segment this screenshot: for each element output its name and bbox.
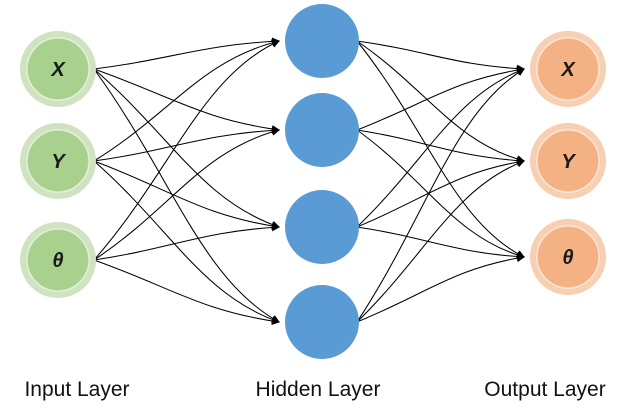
- hidden-node-4: [285, 285, 359, 359]
- edge-input-3-hidden-2: [93, 127, 280, 261]
- network-nodes: X Yθ X Yθ: [20, 4, 606, 359]
- edge-input-1-hidden-3: [93, 68, 280, 229]
- hidden-layer-label: Hidden Layer: [256, 378, 381, 401]
- hidden-node-2-core: [285, 93, 359, 167]
- edge-input-2-hidden-4: [93, 160, 280, 324]
- edge-input-3-hidden-3: [93, 223, 280, 261]
- input-node-1: X: [20, 31, 96, 107]
- edge-hidden-1-output-3: [356, 40, 525, 258]
- hidden-node-3-core: [285, 190, 359, 264]
- output-node-3-label: θ: [562, 247, 573, 269]
- output-node-3-core: [536, 225, 600, 289]
- input-node-1-core: [26, 37, 90, 101]
- input-node-3: θ: [20, 222, 96, 298]
- input-node-2: Y: [20, 123, 96, 199]
- edge-input-1-hidden-4: [93, 68, 280, 323]
- edge-input-2-hidden-3: [93, 160, 280, 230]
- edge-input-1-hidden-2: [93, 68, 280, 133]
- edge-input-2-hidden-1: [93, 38, 280, 162]
- hidden-node-2: [285, 93, 359, 167]
- edge-hidden-1-output-1: [356, 40, 525, 73]
- edge-input-3-hidden-4: [93, 259, 280, 325]
- edge-hidden-4-output-3: [356, 254, 525, 323]
- output-node-1-core: [536, 37, 600, 101]
- edge-hidden-1-output-2: [356, 40, 525, 164]
- output-node-2: Y: [530, 123, 606, 199]
- edge-hidden-4-output-2: [356, 159, 525, 323]
- input-node-3-label: θ: [52, 250, 63, 272]
- output-node-1-label: X: [560, 59, 576, 81]
- edge-input-1-hidden-1: [93, 37, 280, 70]
- input-node-3-core: [26, 228, 90, 292]
- input-node-1-label: X: [50, 59, 66, 81]
- hidden-node-4-core: [285, 285, 359, 359]
- output-node-2-label: Y: [561, 151, 576, 173]
- output-node-1: X: [530, 31, 606, 107]
- edge-hidden-2-output-1: [356, 66, 525, 131]
- hidden-node-1-core: [285, 4, 359, 78]
- output-node-2-core: [536, 129, 600, 193]
- edge-hidden-2-output-3: [356, 129, 525, 259]
- hidden-node-3: [285, 190, 359, 264]
- input-node-2-core: [26, 129, 90, 193]
- edge-hidden-3-output-1: [356, 67, 525, 228]
- input-node-2-label: Y: [51, 151, 66, 173]
- edge-hidden-4-output-1: [356, 68, 525, 323]
- edge-hidden-3-output-2: [356, 158, 525, 228]
- edge-hidden-2-output-2: [356, 129, 525, 165]
- connection-edges: [93, 37, 525, 325]
- input-layer-label: Input Layer: [24, 378, 129, 401]
- edge-input-2-hidden-2: [93, 126, 280, 162]
- output-node-3: θ: [530, 219, 606, 295]
- edge-input-3-hidden-1: [93, 40, 280, 261]
- edge-hidden-3-output-3: [356, 226, 525, 261]
- output-layer-label: Output Layer: [484, 378, 605, 401]
- hidden-node-1: [285, 4, 359, 78]
